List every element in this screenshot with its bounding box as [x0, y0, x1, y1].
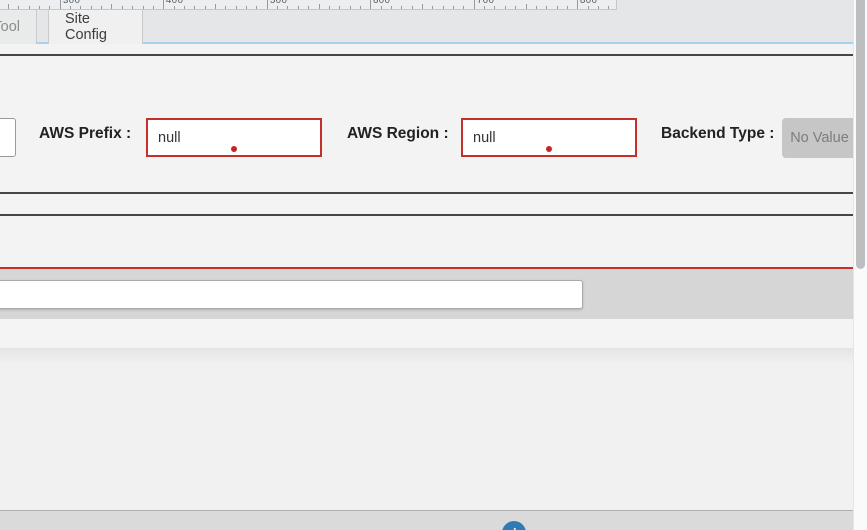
ruler-tick [29, 6, 30, 9]
aws-region-input[interactable] [461, 118, 637, 157]
status-footer [0, 510, 867, 530]
ruler-tick [536, 6, 537, 9]
ruler-tick [505, 6, 506, 9]
measure-ruler: 300 400 500 600 700 800 [0, 0, 617, 10]
ruler-tick [101, 6, 102, 9]
ruler-label: 600 [373, 0, 391, 6]
ruler-tick [474, 0, 475, 9]
ruler-tick [339, 6, 340, 9]
tab-site-config[interactable]: Site Config [48, 9, 143, 44]
ruler-tick [608, 6, 609, 9]
error-separator-line [0, 267, 853, 269]
ruler-tick [277, 6, 278, 9]
ruler-tick [174, 6, 175, 9]
ruler-tick [215, 4, 216, 9]
ruler-tick [18, 6, 19, 9]
ruler-tick [236, 6, 237, 9]
validation-error-dot [546, 146, 552, 152]
ruler-tick [184, 6, 185, 9]
section-separator [0, 54, 853, 56]
ruler-tick [80, 6, 81, 9]
panel-text-input[interactable] [0, 280, 583, 309]
ruler-tick [308, 6, 309, 9]
backend-type-value-chip[interactable]: No Value [782, 118, 857, 158]
ruler-tick [360, 6, 361, 9]
ruler-label: 800 [580, 0, 598, 6]
ruler-tick [8, 4, 9, 9]
ruler-tick [329, 6, 330, 9]
ruler-tick [515, 6, 516, 9]
config-form-row: AWS Prefix : AWS Region : Backend Type :… [0, 110, 857, 158]
ruler-tick [298, 6, 299, 9]
ruler-tick [143, 6, 144, 9]
ruler-tick [588, 6, 589, 9]
ruler-tick [91, 6, 92, 9]
ruler-tick [453, 6, 454, 9]
ruler-tick [463, 6, 464, 9]
ruler-tick [567, 6, 568, 9]
toolbar-panel [0, 269, 853, 319]
section-separator [0, 214, 853, 216]
ruler-tick [494, 6, 495, 9]
ruler-tick [370, 0, 371, 9]
ruler-tick [70, 6, 71, 9]
ruler-tick [391, 6, 392, 9]
scrollbar-thumb[interactable] [856, 0, 865, 269]
info-icon: i [512, 525, 516, 530]
ruler-tick [132, 6, 133, 9]
ruler-tick [153, 6, 154, 9]
ruler-label: 400 [166, 0, 184, 6]
aws-prefix-input[interactable] [146, 118, 322, 157]
results-empty-area [0, 364, 853, 510]
tab-label: Site Config [65, 11, 107, 43]
section-separator [0, 192, 853, 194]
ruler-tick [350, 6, 351, 9]
ruler-label: 500 [270, 0, 288, 6]
toolbar-shadow [0, 348, 853, 364]
backend-type-label: Backend Type : [661, 125, 775, 142]
tab-query-tool[interactable]: y Tool [0, 9, 37, 44]
ruler-tick [401, 6, 402, 9]
ruler-tick [60, 0, 61, 9]
ruler-tick [246, 6, 247, 9]
ruler-tick [443, 6, 444, 9]
ruler-tick [319, 4, 320, 9]
ruler-tick [163, 0, 164, 9]
ruler-tick [484, 6, 485, 9]
site-config-panel: AWS Prefix : AWS Region : Backend Type :… [0, 44, 857, 510]
ruler-tick [526, 4, 527, 9]
vertical-scrollbar[interactable] [853, 0, 867, 530]
ruler-tick [194, 6, 195, 9]
tab-accent-underline [0, 42, 853, 44]
ruler-tick [267, 0, 268, 9]
ruler-tick [256, 6, 257, 9]
ruler-tick [412, 6, 413, 9]
info-fab-button[interactable]: i [502, 521, 526, 530]
ruler-tick [557, 6, 558, 9]
aws-region-label: AWS Region : [347, 125, 449, 142]
ruler-tick [122, 6, 123, 9]
ruler-tick [432, 6, 433, 9]
aws-prefix-label: AWS Prefix : [39, 125, 132, 142]
ruler-tick [49, 6, 50, 9]
ruler-tick [39, 6, 40, 9]
tab-label: y Tool [0, 19, 20, 35]
validation-error-dot [231, 146, 237, 152]
ruler-tick [381, 6, 382, 9]
clipped-input[interactable] [0, 118, 16, 157]
ruler-tick [422, 4, 423, 9]
ruler-label: 700 [477, 0, 495, 6]
ruler-tick [577, 0, 578, 9]
ruler-tick [598, 6, 599, 9]
toolbar-row [0, 319, 853, 348]
ruler-tick [205, 6, 206, 9]
ruler-tick [287, 6, 288, 9]
ruler-tick [225, 6, 226, 9]
ruler-tick [546, 6, 547, 9]
ruler-tick [111, 4, 112, 9]
ruler-label: 300 [63, 0, 81, 6]
chip-label: No Value [790, 130, 849, 146]
